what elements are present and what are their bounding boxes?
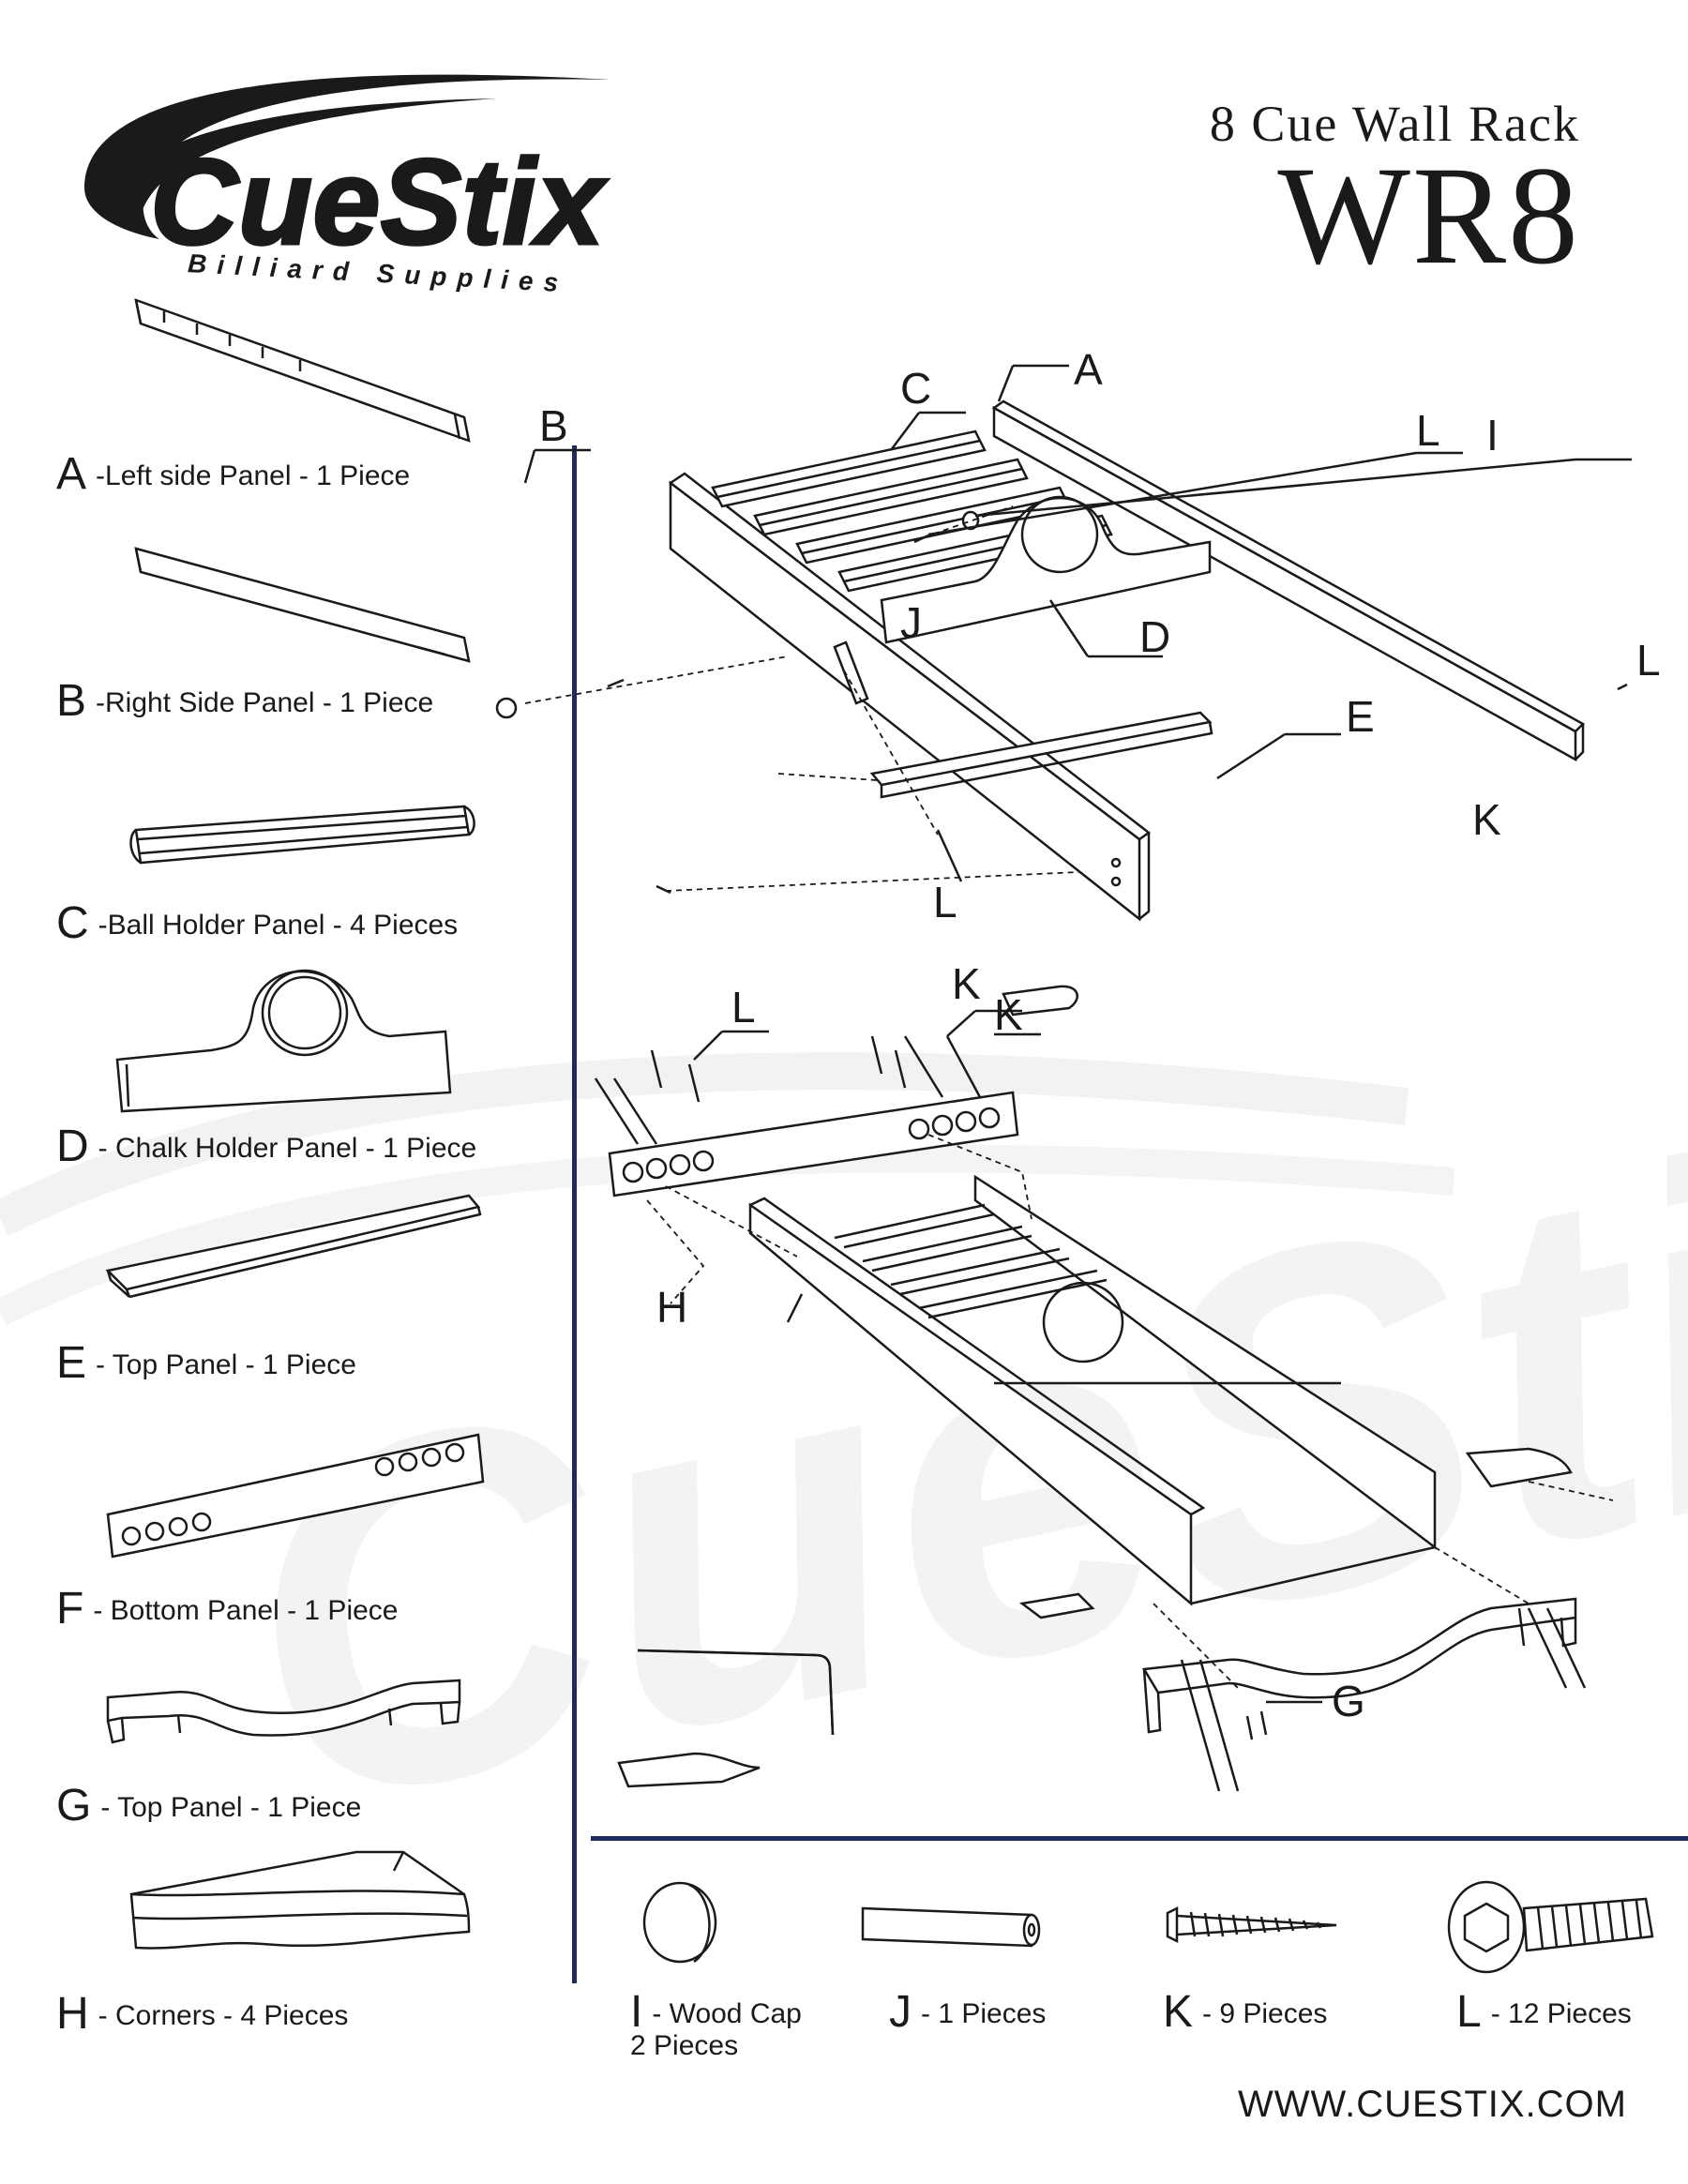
callout-k-3: K <box>994 990 1023 1039</box>
title-block: 8 Cue Wall Rack WR8 <box>1209 96 1580 294</box>
callout-l-2: L <box>731 983 756 1032</box>
diagram-corner-h-1 <box>617 1752 761 1788</box>
hex-bolt-icon <box>1447 1880 1654 1974</box>
part-f-label: F- Bottom Panel - 1 Piece <box>56 1584 399 1634</box>
callout-a: A <box>1074 345 1103 394</box>
exploded-diagram-bottom: L K K H G <box>594 959 1614 1792</box>
hardware-i-quantity: 2 Pieces <box>630 2030 739 2061</box>
hardware-k-label: K- 9 Pieces <box>1163 1987 1328 2037</box>
hardware-l-label: L- 12 Pieces <box>1456 1987 1632 2037</box>
wood-screw-icon <box>1166 1905 1337 1944</box>
callout-g: G <box>1332 1677 1365 1725</box>
vertical-divider <box>572 445 577 1983</box>
part-h-label: H- Corners - 4 Pieces <box>56 1989 349 2039</box>
callout-c: C <box>900 364 931 413</box>
diagram-cap-i <box>961 510 980 531</box>
logo-wordmark: CueStix <box>150 133 609 270</box>
wood-cap-icon <box>642 1881 717 1964</box>
diagram-chalk-ring <box>1042 1281 1124 1363</box>
slot-marks <box>162 311 302 371</box>
diagram-frame-rails <box>834 1203 1108 1319</box>
product-model: WR8 <box>1277 138 1580 294</box>
diagram-panel-a <box>991 399 1586 762</box>
part-a-illustration <box>134 298 471 443</box>
part-b-illustration <box>134 547 471 663</box>
exploded-diagram-top: A B C D E J K L I L L <box>495 345 1661 926</box>
part-d-label: D- Chalk Holder Panel - 1 Piece <box>56 1122 477 1171</box>
diagram-panel-d <box>880 495 1212 644</box>
diagram-frame-right <box>973 1174 1437 1550</box>
callout-e: E <box>1346 692 1375 741</box>
diagram-bolts-l <box>650 1035 1526 1740</box>
diagram-corner-h-2 <box>1002 985 1078 1017</box>
callout-d: D <box>1139 612 1170 661</box>
callout-l-bottom: L <box>933 878 957 926</box>
diagram-dowel-j <box>833 640 869 705</box>
part-b-label: B-Right Side Panel - 1 Piece <box>56 676 434 726</box>
part-e-illustration <box>105 1194 482 1299</box>
part-g-label: G- Top Panel - 1 Piece <box>56 1781 362 1830</box>
diagram-corner-h-3 <box>1018 1592 1095 1619</box>
diagram-cap-i-left <box>495 697 518 719</box>
product-subtitle: 8 Cue Wall Rack <box>1209 96 1580 152</box>
diagram-screw-k <box>936 829 963 882</box>
part-g-illustration <box>106 1679 461 1744</box>
diagram-screws-k <box>594 1035 1587 1792</box>
dowel-icon <box>861 1906 1041 1948</box>
part-c-illustration <box>129 805 475 865</box>
callout-j: J <box>900 598 922 647</box>
part-h-illustration <box>129 1850 471 1950</box>
diagram-corner-h-4 <box>1465 1447 1573 1488</box>
diagram-panel-e <box>869 711 1213 799</box>
callout-l: L <box>1416 406 1440 455</box>
callout-k: K <box>1472 795 1501 844</box>
diagram-panel-f <box>608 1091 1019 1197</box>
part-d-illustration <box>115 969 452 1113</box>
hardware-i-label: I- Wood Cap <box>630 1987 802 2037</box>
part-c-label: C-Ball Holder Panel - 4 Pieces <box>56 898 459 948</box>
callout-i: I <box>1486 411 1499 459</box>
cuestix-logo: CueStix Billiard Supplies <box>47 56 703 297</box>
diagram-frame-left <box>748 1202 1193 1606</box>
diagram-allen-key <box>637 1649 835 1736</box>
horizontal-divider <box>591 1836 1688 1841</box>
callout-k-2: K <box>952 959 981 1008</box>
callout-b: B <box>539 401 568 450</box>
diagram-panel-g <box>1141 1597 1577 1734</box>
part-f-illustration <box>106 1433 485 1559</box>
part-a-label: A-Left side Panel - 1 Piece <box>56 449 411 499</box>
callout-l-right: L <box>1636 636 1661 685</box>
part-e-label: E- Top Panel - 1 Piece <box>56 1338 356 1388</box>
callout-h: H <box>656 1283 687 1332</box>
hardware-j-label: J- 1 Pieces <box>889 1987 1047 2037</box>
website-url[interactable]: WWW.CUESTIX.COM <box>1238 2084 1627 2125</box>
